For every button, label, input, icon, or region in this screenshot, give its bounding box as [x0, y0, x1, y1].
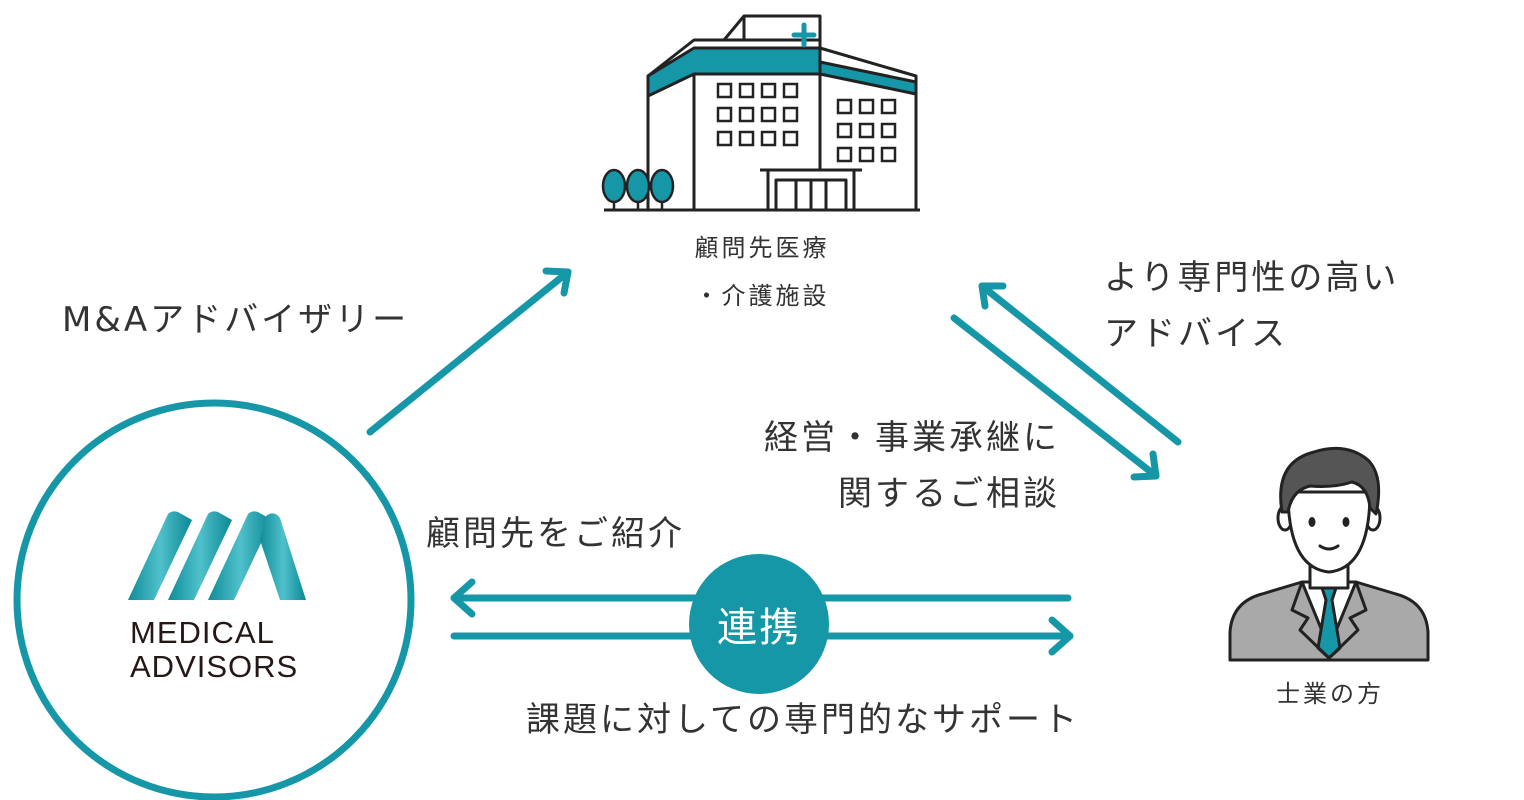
arrow-ma-advisory: [366, 267, 572, 436]
professional-icon: [1228, 446, 1430, 662]
medical-advisors-logo-icon: [128, 511, 306, 600]
professional-label: 士業の方: [1276, 680, 1384, 708]
facility-label-line2: ・介護施設: [694, 282, 830, 310]
collaboration-badge: 連携: [689, 554, 829, 694]
arrow-expert-advice: [978, 282, 1182, 446]
label-consultation: 経営・事業承継に 関するご相談: [720, 410, 1060, 522]
arrow-consultation: [950, 314, 1160, 481]
facility-label: 顧問先医療 ・介護施設: [652, 230, 872, 314]
label-ma-advisory: M&Aアドバイザリー: [62, 300, 410, 340]
label-expert-advice: より専門性の高い アドバイス: [1104, 250, 1399, 362]
facility-label-line1: 顧問先医療: [694, 234, 830, 262]
label-consultation-line1: 経営・事業承継に: [764, 418, 1060, 458]
label-specialized-support: 課題に対しての専門的なサポート: [526, 700, 1080, 740]
collaboration-badge-label: 連携: [717, 605, 801, 651]
medical-advisors-circle: [13, 399, 415, 800]
label-expert-advice-line1: より専門性の高い: [1104, 258, 1400, 298]
hospital-icon: [601, 14, 920, 212]
label-expert-advice-line2: アドバイス: [1104, 314, 1288, 354]
label-client-referral: 顧問先をご紹介: [426, 514, 685, 554]
logo-text: MEDICAL ADVISORS: [130, 616, 310, 684]
logo-line1: MEDICAL: [130, 615, 275, 650]
logo-line2: ADVISORS: [130, 649, 299, 684]
label-consultation-line2: 関するご相談: [838, 474, 1060, 514]
